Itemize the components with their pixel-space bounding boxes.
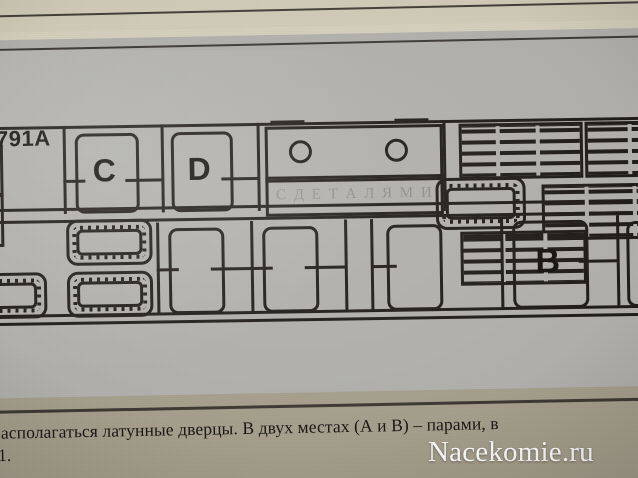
fret-grille-upper-right	[584, 120, 638, 178]
fret-tab-door1-right	[210, 266, 253, 271]
rivet-frame-inner	[445, 186, 517, 220]
fret-divider-lower-3	[344, 219, 349, 312]
fret-part-partial-left-lower	[0, 192, 5, 249]
fret-divider-d-right	[256, 122, 261, 211]
rivet-frame-inner	[0, 282, 38, 310]
fret-tab-door3-left	[372, 264, 397, 269]
fret-part-plate-lower	[265, 173, 444, 217]
fret-grille-upper-left	[458, 121, 584, 180]
grille-separator	[535, 125, 541, 176]
fret-tab-plate-topA	[270, 120, 305, 124]
photo-etch-fret-diagram: C D	[0, 99, 638, 340]
fret-riveted-frame-edge	[0, 272, 48, 320]
fret-label-c: C	[92, 151, 117, 189]
grille-separator	[495, 126, 501, 177]
fret-riveted-frame-left-bottom	[66, 270, 154, 318]
fret-riveted-frame-left-top	[65, 218, 153, 266]
rivet-frame-inner	[76, 228, 143, 256]
fret-part-partial-left-upper	[0, 144, 4, 199]
site-watermark: Nacekomie.ru	[428, 436, 594, 468]
fret-tab-door2-right	[304, 265, 347, 270]
fret-tab-plate-topB	[394, 118, 429, 122]
fret-tab-d-right	[221, 176, 260, 181]
fret-tab-door1-left	[156, 268, 179, 272]
fret-tab-c-right	[125, 178, 164, 182]
grille-separator	[627, 124, 633, 175]
caption-line-2: 1.	[0, 444, 12, 466]
fret-divider-c-right	[160, 124, 165, 213]
fret-divider-c-left	[62, 125, 67, 214]
rivet-frame-inner	[76, 280, 144, 308]
fret-part-door-4	[626, 220, 638, 308]
fret-tab-door2-left	[250, 266, 273, 271]
fret-tab-c-left	[63, 179, 86, 183]
fret-part-code: 791A	[0, 125, 51, 152]
fret-label-b: B	[535, 241, 561, 281]
fret-label-d: D	[187, 150, 212, 187]
fret-tab-b-right	[578, 259, 619, 263]
